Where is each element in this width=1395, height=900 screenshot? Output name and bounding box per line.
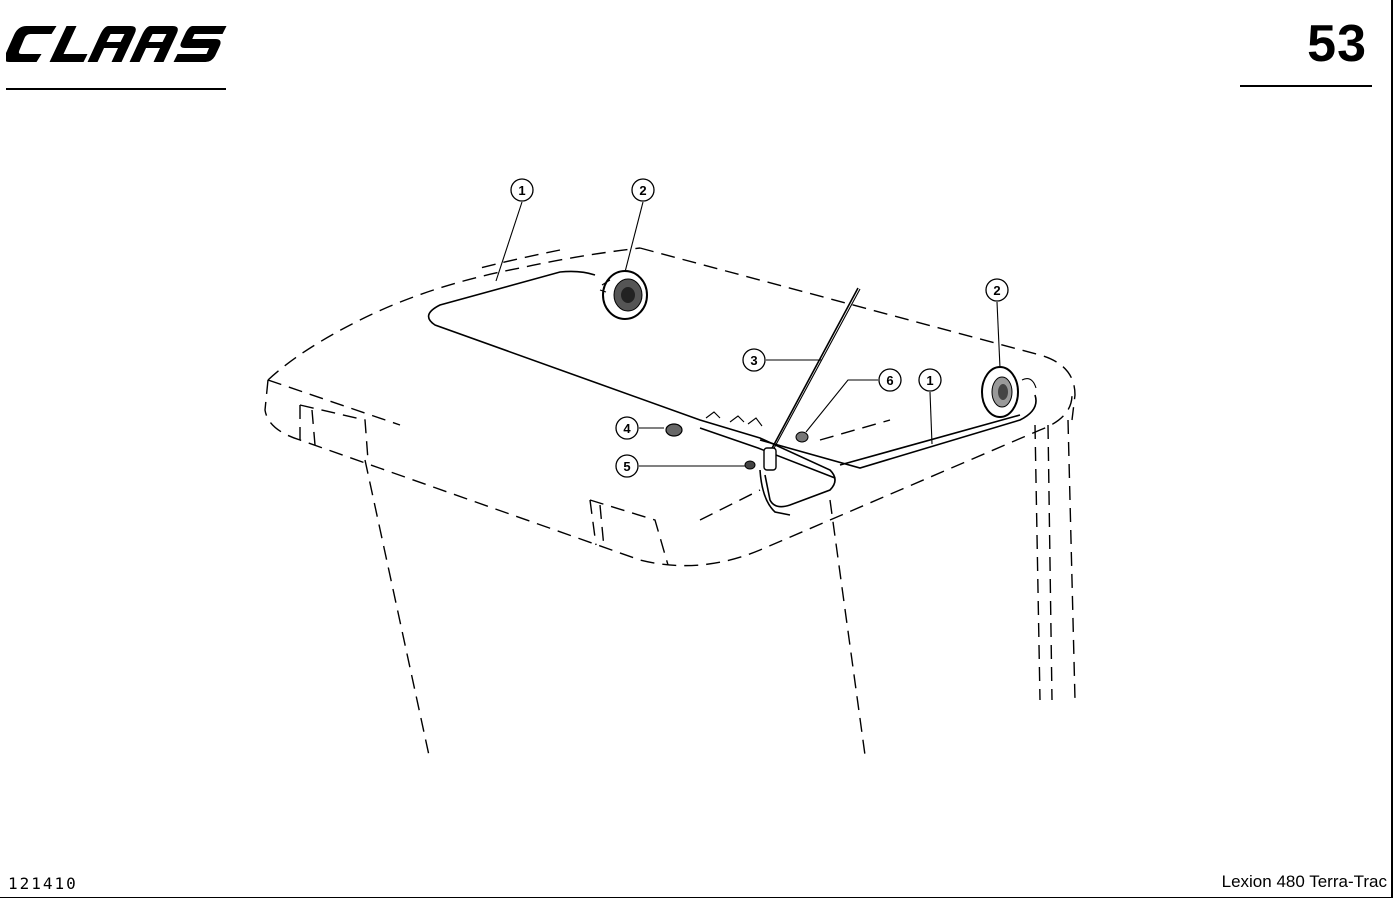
page-number: 53 <box>1307 15 1367 73</box>
callout-number: 1 <box>518 183 525 198</box>
speaker-left-icon <box>599 270 648 320</box>
callout-number: 6 <box>886 373 893 388</box>
callout-number: 2 <box>993 283 1000 298</box>
callout-number: 5 <box>623 459 630 474</box>
callout-3-antenna: 3 <box>742 348 766 372</box>
callout-1-harness-right: 1 <box>918 368 942 392</box>
cab-roof-outline <box>264 247 1076 567</box>
screw-icon <box>744 460 756 470</box>
grommet-icon <box>665 423 683 437</box>
callout-number: 2 <box>639 183 646 198</box>
callout-4-grommet: 4 <box>615 416 639 440</box>
callout-2-speaker-right: 2 <box>985 278 1009 302</box>
drawing-number: 121410 <box>8 874 78 893</box>
callout-6-nut: 6 <box>878 368 902 392</box>
connectors-icon <box>705 411 763 427</box>
callout-2-speaker-left: 2 <box>631 178 655 202</box>
wiring-harness <box>427 270 1037 516</box>
claas-logo <box>6 26 227 62</box>
model-label: Lexion 480 Terra-Trac <box>1221 872 1387 891</box>
callout-5-screw: 5 <box>615 454 639 478</box>
callout-number: 3 <box>750 353 757 368</box>
callout-number: 1 <box>926 373 933 388</box>
logo-underline <box>6 88 226 90</box>
callout-1-harness: 1 <box>510 178 534 202</box>
speaker-right-icon <box>981 366 1037 418</box>
cab-pillars <box>299 404 1076 761</box>
callout-number: 4 <box>623 421 631 436</box>
antenna-icon <box>763 287 861 471</box>
leader-lines <box>495 201 1001 467</box>
nut-icon <box>795 431 809 443</box>
page-number-underline <box>1240 85 1372 87</box>
